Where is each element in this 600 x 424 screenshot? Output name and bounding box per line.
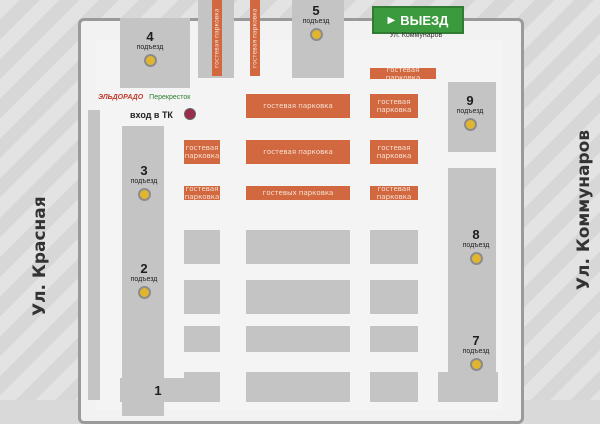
exit-sign: ▶ ВЫЕЗД xyxy=(372,6,464,34)
exit-label: ВЫЕЗД xyxy=(400,12,449,28)
building-right-top xyxy=(448,82,496,152)
guest-parking: гостевая парковка xyxy=(184,140,220,164)
parking-bay xyxy=(184,230,220,264)
mall-entrance-label: вход в ТК xyxy=(130,110,173,120)
parking-bay xyxy=(370,372,418,402)
parking-bay xyxy=(370,280,418,314)
building-left xyxy=(122,126,164,416)
guest-parking-vertical: гостевая парковка xyxy=(212,0,222,76)
mall-entrance-marker-icon xyxy=(184,108,196,120)
entrance-2: 2 подъезд xyxy=(124,262,164,299)
entrance-marker-icon xyxy=(137,286,151,299)
guest-parking-vertical: гостевая парковка xyxy=(250,0,260,76)
building-top-left xyxy=(120,18,190,88)
entrance-1: 1 xyxy=(154,383,162,398)
guest-parking: гостевая парковка xyxy=(370,94,418,118)
building-left-edge xyxy=(88,110,100,400)
entrance-marker-icon xyxy=(469,358,483,371)
guest-parking: гостевая парковка xyxy=(246,94,350,118)
entrance-4: 4 подъезд xyxy=(130,30,170,67)
parking-bay xyxy=(246,280,350,314)
parking-bay xyxy=(184,326,220,352)
parking-bay xyxy=(370,230,418,264)
building-bottom-right xyxy=(438,372,498,402)
eldorado-logo: ЭЛЬДОРАДО xyxy=(98,94,144,101)
entrance-5: 5 подъезд xyxy=(296,4,336,41)
street-left: Ул. Красная xyxy=(30,196,50,316)
parking-bay xyxy=(184,280,220,314)
building-bottom-left xyxy=(120,378,190,402)
entrance-marker-icon xyxy=(143,54,157,67)
entrance-8: 8 подъезд xyxy=(456,228,496,265)
parking-bay xyxy=(184,372,220,402)
guest-parking: гостевая парковка xyxy=(370,185,418,201)
parking-bay xyxy=(246,372,350,402)
exit-street: Ул. Коммунаров xyxy=(389,32,443,39)
entrance-marker-icon xyxy=(137,188,151,201)
parking-bay xyxy=(246,230,350,264)
guest-parking: гостевая парковка xyxy=(184,185,220,201)
entrance-marker-icon xyxy=(469,252,483,265)
guest-parking: гостевая парковка xyxy=(246,140,350,164)
street-right: Ул. Коммунаров xyxy=(574,129,594,291)
mall-brands: ЭЛЬДОРАДО Перекресток xyxy=(98,94,190,101)
guest-parking: гостевая парковка xyxy=(370,140,418,164)
entrance-marker-icon xyxy=(463,118,477,131)
parking-bay xyxy=(246,326,350,352)
guest-parking: гостевая парковка xyxy=(370,66,436,82)
entrance-7: 7 подъезд xyxy=(456,334,496,371)
entrance-3: 3 подъезд xyxy=(124,164,164,201)
arrow-right-icon: ▶ xyxy=(387,14,396,26)
entrance-marker-icon xyxy=(309,28,323,41)
perekrestok-logo: Перекресток xyxy=(149,94,191,101)
guest-parking-plural: гостевых парковка xyxy=(246,186,350,200)
parking-bay xyxy=(370,326,418,352)
entrance-9: 9 подъезд xyxy=(450,94,490,131)
